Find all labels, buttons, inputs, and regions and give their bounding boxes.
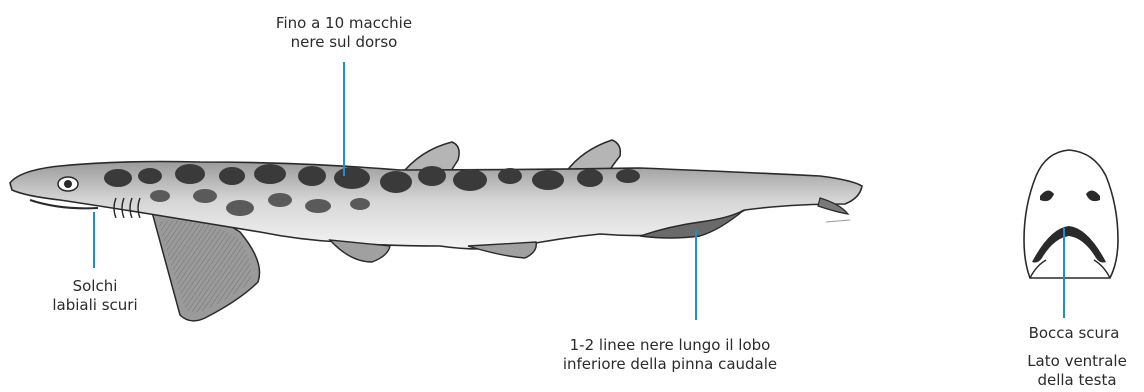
label-caudal-lines-line2: inferiore della pinna caudale xyxy=(520,355,820,374)
label-dorsal-spots: Fino a 10 macchie nere sul dorso xyxy=(244,14,444,52)
label-dark-mouth: Bocca scura xyxy=(1014,324,1134,343)
label-ventral-view-line2: della testa xyxy=(1014,371,1140,390)
label-dorsal-spots-line1: Fino a 10 macchie xyxy=(244,14,444,33)
label-ventral-view: Lato ventrale della testa xyxy=(1014,352,1140,390)
shark-head-ventral-illustration xyxy=(1024,150,1118,278)
label-dark-mouth-line1: Bocca scura xyxy=(1014,324,1134,343)
label-caudal-lines-line1: 1-2 linee nere lungo il lobo xyxy=(520,336,820,355)
label-labial-grooves: Solchi labiali scuri xyxy=(10,277,180,315)
label-labial-grooves-line2: labiali scuri xyxy=(10,296,180,315)
label-labial-grooves-line1: Solchi xyxy=(10,277,180,296)
label-caudal-lines: 1-2 linee nere lungo il lobo inferiore d… xyxy=(520,336,820,374)
label-ventral-view-line1: Lato ventrale xyxy=(1014,352,1140,371)
label-dorsal-spots-line2: nere sul dorso xyxy=(244,33,444,52)
